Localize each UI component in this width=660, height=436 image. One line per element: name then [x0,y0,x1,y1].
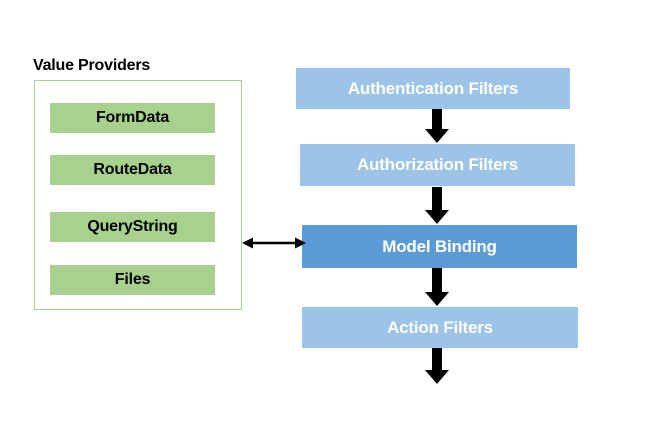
value-provider-querystring: QueryString [50,212,215,242]
pipeline-step-authentication-filters: Authentication Filters [296,68,570,109]
down-arrow-icon [424,268,450,306]
left-right-arrow-icon [242,235,306,251]
pipeline-step-action-filters: Action Filters [302,307,578,348]
value-providers-title: Value Providers [33,57,151,74]
value-provider-files: Files [50,265,215,295]
down-arrow-icon [424,187,450,224]
down-arrow-icon [424,348,450,384]
value-provider-routedata: RouteData [50,155,215,185]
pipeline-step-model-binding: Model Binding [302,225,577,268]
pipeline-step-authorization-filters: Authorization Filters [300,144,575,186]
value-provider-formdata: FormData [50,103,215,133]
down-arrow-icon [424,109,450,143]
